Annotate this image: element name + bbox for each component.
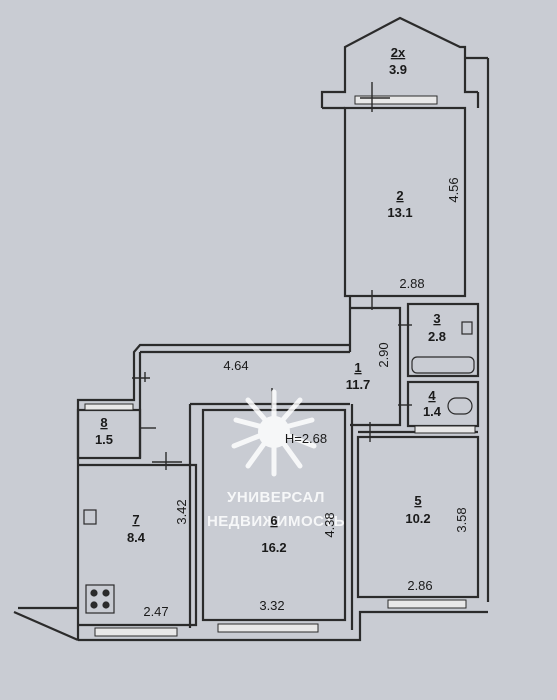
dim-room2-height: 4.56 bbox=[446, 177, 461, 202]
windows bbox=[84, 95, 476, 637]
bathtub-icon bbox=[411, 356, 475, 374]
dim-corridor-length: 4.64 bbox=[223, 358, 248, 373]
window-room-5 bbox=[387, 599, 467, 609]
room-5-number: 5 bbox=[414, 493, 421, 508]
window-room-8 bbox=[84, 403, 134, 411]
window-kitchen bbox=[94, 627, 178, 637]
room-2-number: 2 bbox=[396, 188, 403, 203]
dim-room6-width: 3.32 bbox=[259, 598, 284, 613]
toilet-icon bbox=[447, 397, 473, 415]
balcony-outline bbox=[320, 16, 478, 108]
bottom-outer-wall bbox=[78, 610, 488, 642]
room-3-outline bbox=[406, 302, 480, 378]
window-room-2 bbox=[354, 95, 438, 105]
room-5-outline bbox=[356, 435, 480, 599]
room-8-area: 1.5 bbox=[95, 432, 113, 447]
dim-ceiling-height: H=2.68 bbox=[285, 431, 327, 446]
hall-outline bbox=[350, 306, 402, 427]
dim-room2-width: 2.88 bbox=[399, 276, 424, 291]
room-6-number: 6 bbox=[270, 513, 277, 528]
room-1-number: 1 bbox=[354, 360, 361, 375]
room-4-area: 1.4 bbox=[423, 404, 442, 419]
kitchen-outline bbox=[78, 463, 198, 627]
room-4-outline bbox=[406, 380, 480, 428]
walls bbox=[13, 16, 490, 642]
fixtures bbox=[83, 321, 475, 614]
room-6-area: 16.2 bbox=[261, 540, 286, 555]
kitchen-sink-icon bbox=[83, 509, 97, 525]
room-4-number: 4 bbox=[428, 388, 436, 403]
room-7-number: 7 bbox=[132, 512, 139, 527]
dim-hall-depth: 2.90 bbox=[376, 342, 391, 367]
room-5-area: 10.2 bbox=[405, 511, 430, 526]
watermark-line-1: УНИВЕРСАЛ bbox=[227, 489, 325, 506]
room-2x-number: 2x bbox=[391, 45, 406, 60]
room-7-area: 8.4 bbox=[127, 530, 146, 545]
room-1-area: 11.7 bbox=[346, 377, 371, 392]
room-2-area: 13.1 bbox=[387, 205, 412, 220]
sink-icon bbox=[461, 321, 473, 335]
room-3-area: 2.8 bbox=[428, 329, 446, 344]
room-3-number: 3 bbox=[433, 311, 440, 326]
door-marks bbox=[132, 82, 412, 470]
dimension-labels: 4.56 2.88 4.64 2.90 H=2.68 4.38 3.32 3.5… bbox=[143, 177, 469, 619]
watermark-line-2: НЕДВИЖИМОСТЬ bbox=[207, 513, 345, 530]
window-room-6 bbox=[217, 623, 319, 633]
dim-room5-width: 2.86 bbox=[407, 578, 432, 593]
room-8-number: 8 bbox=[100, 415, 107, 430]
dim-room6-depth: 4.38 bbox=[322, 512, 337, 537]
room-labels: 2x 3.9 2 13.1 3 2.8 1 11.7 4 1.4 5 10.2 … bbox=[95, 45, 446, 555]
room-2x-area: 3.9 bbox=[389, 62, 407, 77]
room-2-outline bbox=[343, 106, 467, 298]
dim-kitchen-width: 2.47 bbox=[143, 604, 168, 619]
dim-room5-depth: 3.58 bbox=[454, 507, 469, 532]
dim-kitchen-depth: 3.42 bbox=[174, 499, 189, 524]
watermark-logo: УНИВЕРСАЛ НЕДВИЖИМОСТЬ bbox=[207, 389, 345, 530]
stove-icon bbox=[85, 584, 115, 614]
window-room-4 bbox=[414, 425, 476, 434]
